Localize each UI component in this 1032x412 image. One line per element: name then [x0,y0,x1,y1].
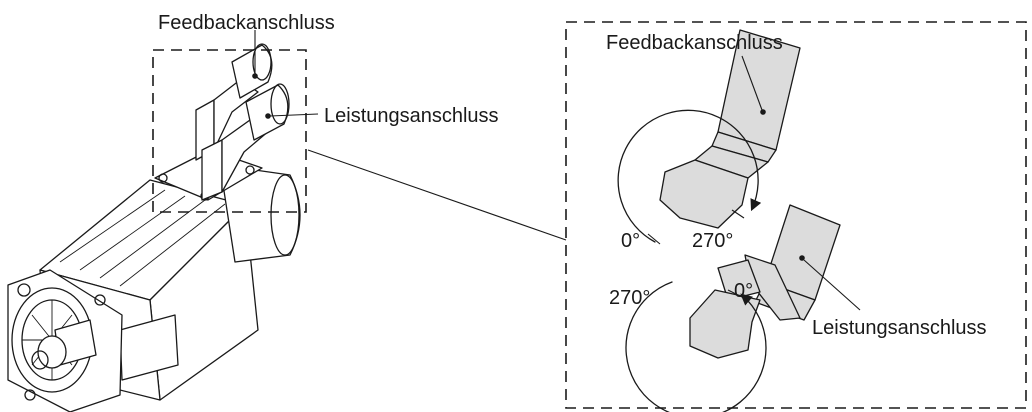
leader-dot-feedback-detail [760,109,766,115]
leader-feedback-detail [741,55,763,111]
callout-box-detail [565,21,1027,409]
leader-power-detail [803,259,861,311]
servo-motor [7,43,301,412]
connector-feedback-detail [659,29,801,229]
leader-dot-power-detail [799,255,805,261]
rotation-arc-power [625,281,767,412]
rotation-arc-feedback [617,109,762,243]
label-feedback-main: Feedbackanschluss [158,12,335,34]
leader-dot-power-main [265,113,271,119]
leader-power-main [269,113,319,117]
label-feedback-detail: Feedbackanschluss [606,32,783,54]
label-power-detail: Leistungsanschluss [812,317,987,339]
callout-box-motor [152,49,307,213]
angle-bottom-start: 270° [609,287,650,309]
leader-dot-feedback-main [252,73,258,79]
angle-bottom-end: 0° [734,280,753,302]
label-power-main: Leistungsanschluss [324,105,499,127]
detail-connector-line [307,149,567,241]
angle-top-start: 0° [621,230,640,252]
connector-power-detail [689,204,841,359]
angle-top-end: 270° [692,230,733,252]
